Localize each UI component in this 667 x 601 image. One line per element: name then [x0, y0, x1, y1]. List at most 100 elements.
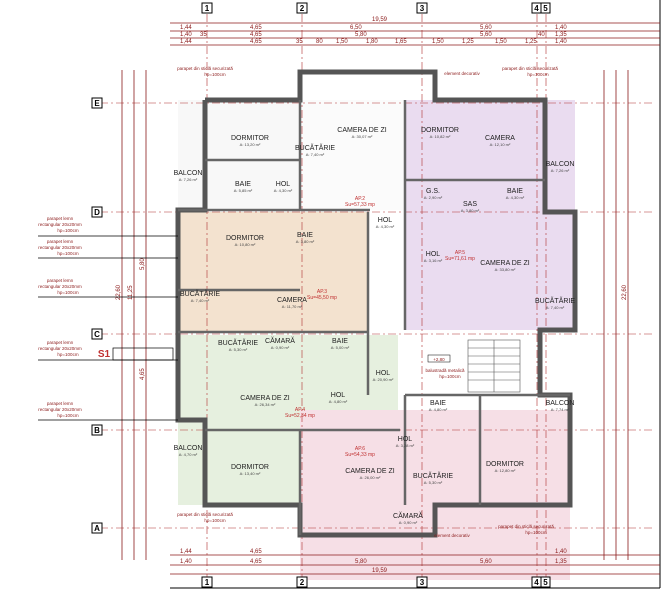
dim-label: 5,60 — [480, 559, 492, 565]
axis-label-e: E — [94, 99, 100, 108]
svg-text:80: 80 — [316, 39, 323, 45]
room-bucatarie: BUCĂTĂRIE — [413, 471, 453, 480]
room-balcon: BALCON — [546, 400, 575, 407]
svg-text:A: 4,80 m²: A: 4,80 m² — [429, 407, 448, 412]
svg-text:parapet din sticlă securizată: parapet din sticlă securizată — [502, 66, 558, 71]
dimension-chains — [121, 22, 660, 575]
room-hol: HOL — [398, 436, 413, 443]
svg-text:A: 0,90 m²: A: 0,90 m² — [399, 520, 418, 525]
svg-text:1,80: 1,80 — [366, 39, 378, 45]
svg-text:hp=100cm: hp=100cm — [57, 228, 78, 233]
axis-label-3: 3 — [420, 4, 425, 13]
svg-text:A: 3,80 m²: A: 3,80 m² — [461, 208, 480, 213]
svg-text:A: 13,20 m²: A: 13,20 m² — [240, 142, 261, 147]
room-baie: BAIE — [297, 232, 313, 239]
svg-text:4,65: 4,65 — [250, 39, 262, 45]
axis-label-4: 4 — [534, 4, 539, 13]
svg-text:1,40: 1,40 — [555, 39, 567, 45]
room-balcon: BALCON — [174, 445, 203, 452]
dim-total-bottom: 19,59 — [372, 568, 388, 574]
dim-label: 1,40 — [180, 32, 192, 38]
svg-text:hp=100cm: hp=100cm — [57, 413, 78, 418]
svg-text:hp=100cm: hp=100cm — [57, 352, 78, 357]
room-baie: BAIE — [235, 181, 251, 188]
svg-text:hp=100cm: hp=100cm — [439, 374, 460, 379]
dim-left: 4,65 — [140, 368, 146, 380]
dim-label: 5,60 — [480, 32, 492, 38]
svg-text:A: 4,70 m²: A: 4,70 m² — [179, 452, 198, 457]
dim-label: 4,65 — [250, 32, 262, 38]
svg-text:1,25: 1,25 — [525, 39, 537, 45]
axis-label-c: C — [94, 330, 100, 339]
room-baie: BAIE — [507, 188, 523, 195]
svg-text:hp=100cm: hp=100cm — [204, 518, 225, 523]
svg-text:A: 7,40 m²: A: 7,40 m² — [306, 152, 325, 157]
room-camera: CAMERA — [485, 135, 515, 142]
axis-label-1-bottom: 1 — [205, 578, 210, 587]
dim-label: 40 — [538, 32, 545, 38]
svg-text:parapet lemn: parapet lemn — [47, 216, 74, 221]
room-dormitor: DORMITOR — [226, 235, 264, 242]
svg-text:A: 7,74 m²: A: 7,74 m² — [551, 407, 570, 412]
room-hol: HOL — [376, 370, 391, 377]
svg-text:Su=57,33 mp: Su=57,33 mp — [345, 202, 375, 208]
svg-text:hp=100cm: hp=100cm — [527, 72, 548, 77]
room-hol: HOL — [276, 181, 291, 188]
section-marker-s1: S1 — [98, 349, 111, 360]
svg-text:A: 4,30 m²: A: 4,30 m² — [506, 195, 525, 200]
dim-left: 11,25 — [128, 285, 134, 300]
room-dormitor: DORMITOR — [231, 464, 269, 471]
axis-label-b: B — [94, 426, 100, 435]
room-sas: SAS — [463, 201, 477, 208]
dim-label: 1,40 — [180, 559, 192, 565]
room-camera: CAMERA — [277, 297, 307, 304]
dim-label: 5,80 — [355, 559, 367, 565]
axis-label-1: 1 — [205, 4, 210, 13]
svg-text:A: 11,70 m²: A: 11,70 m² — [282, 304, 303, 309]
room-hol: HOL — [331, 392, 346, 399]
apartment-ap2-fill — [300, 100, 405, 210]
svg-text:element decorativ: element decorativ — [434, 533, 470, 538]
dim-label: 4,65 — [250, 559, 262, 565]
svg-text:A: 2,90 m²: A: 2,90 m² — [424, 195, 443, 200]
svg-text:A: 33,80 m²: A: 33,80 m² — [495, 267, 516, 272]
axis-label-5: 5 — [543, 4, 548, 13]
svg-text:hp=100cm: hp=100cm — [204, 72, 225, 77]
room-gs: G.S. — [426, 188, 440, 195]
dim-label: 1,40 — [555, 549, 567, 555]
svg-text:parapet lemn: parapet lemn — [47, 340, 74, 345]
svg-text:A: 30,07 m²: A: 30,07 m² — [352, 134, 373, 139]
dim-label: 5,80 — [355, 32, 367, 38]
axis-label-2: 2 — [300, 4, 305, 13]
svg-text:parapet lemn: parapet lemn — [47, 401, 74, 406]
svg-text:balustradă metalică: balustradă metalică — [425, 368, 465, 373]
svg-text:A: 10,82 m²: A: 10,82 m² — [430, 134, 451, 139]
axis-label-3-bottom: 3 — [420, 578, 425, 587]
dim-left-total: 22,60 — [116, 284, 122, 300]
svg-text:A: 4,80 m²: A: 4,80 m² — [329, 399, 348, 404]
room-dormitor: DORMITOR — [231, 135, 269, 142]
svg-text:1,25: 1,25 — [462, 39, 474, 45]
stairwell — [405, 335, 540, 395]
room-dormitor: DORMITOR — [421, 127, 459, 134]
axis-label-a: A — [94, 524, 100, 533]
svg-text:A: 7,26 m²: A: 7,26 m² — [551, 168, 570, 173]
svg-text:A: 12,80 m²: A: 12,80 m² — [495, 468, 516, 473]
svg-text:hp=100cm: hp=100cm — [57, 290, 78, 295]
svg-text:1,65: 1,65 — [395, 39, 407, 45]
axis-label-2-bottom: 2 — [300, 578, 305, 587]
svg-text:AP.6: AP.6 — [355, 446, 365, 452]
svg-text:rectangular 20x20mm: rectangular 20x20mm — [38, 284, 82, 289]
axis-label-5-bottom: 5 — [543, 578, 548, 587]
dim-label: 1,35 — [555, 559, 567, 565]
svg-text:AP.5: AP.5 — [455, 250, 465, 256]
axis-label-d: D — [94, 208, 100, 217]
room-bucatarie: BUCĂTĂRIE — [295, 143, 335, 152]
svg-text:parapet din sticlă securizată: parapet din sticlă securizată — [177, 66, 233, 71]
axis-labels: 1 2 3 4 5 1 2 3 4 5 E D C B A — [91, 2, 551, 588]
svg-text:parapet din sticlă securizată: parapet din sticlă securizată — [177, 512, 233, 517]
svg-text:hp=100cm: hp=100cm — [57, 251, 78, 256]
